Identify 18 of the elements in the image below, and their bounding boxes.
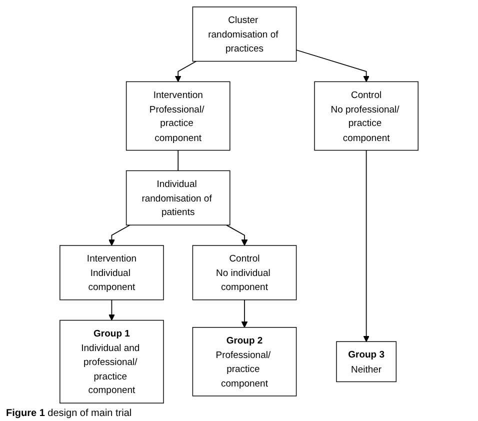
node-box: Group 2 Professional/ practice component	[192, 327, 297, 396]
arrow	[241, 299, 248, 328]
arrow	[174, 60, 197, 82]
arrow	[108, 299, 115, 321]
arrow	[226, 224, 248, 246]
arrow	[296, 50, 370, 82]
node-box: Individual randomisation of patients	[126, 170, 230, 226]
node-box: Intervention Professional/ practice component	[126, 81, 230, 151]
arrow	[108, 224, 130, 246]
node-box: Control No professional/ practice component	[314, 81, 418, 151]
node-box: Group 1 Individual and professional/ practice component	[60, 320, 164, 404]
node-box: Cluster randomisation of practices	[192, 6, 297, 62]
connector	[178, 150, 179, 172]
arrow	[363, 150, 370, 342]
node-box: Group 3 Neither	[336, 341, 397, 382]
node-box: Intervention Individual component	[60, 245, 164, 300]
node-box: Control No individual component	[192, 245, 297, 300]
figure-caption: Figure 1 design of main trial	[6, 408, 132, 419]
